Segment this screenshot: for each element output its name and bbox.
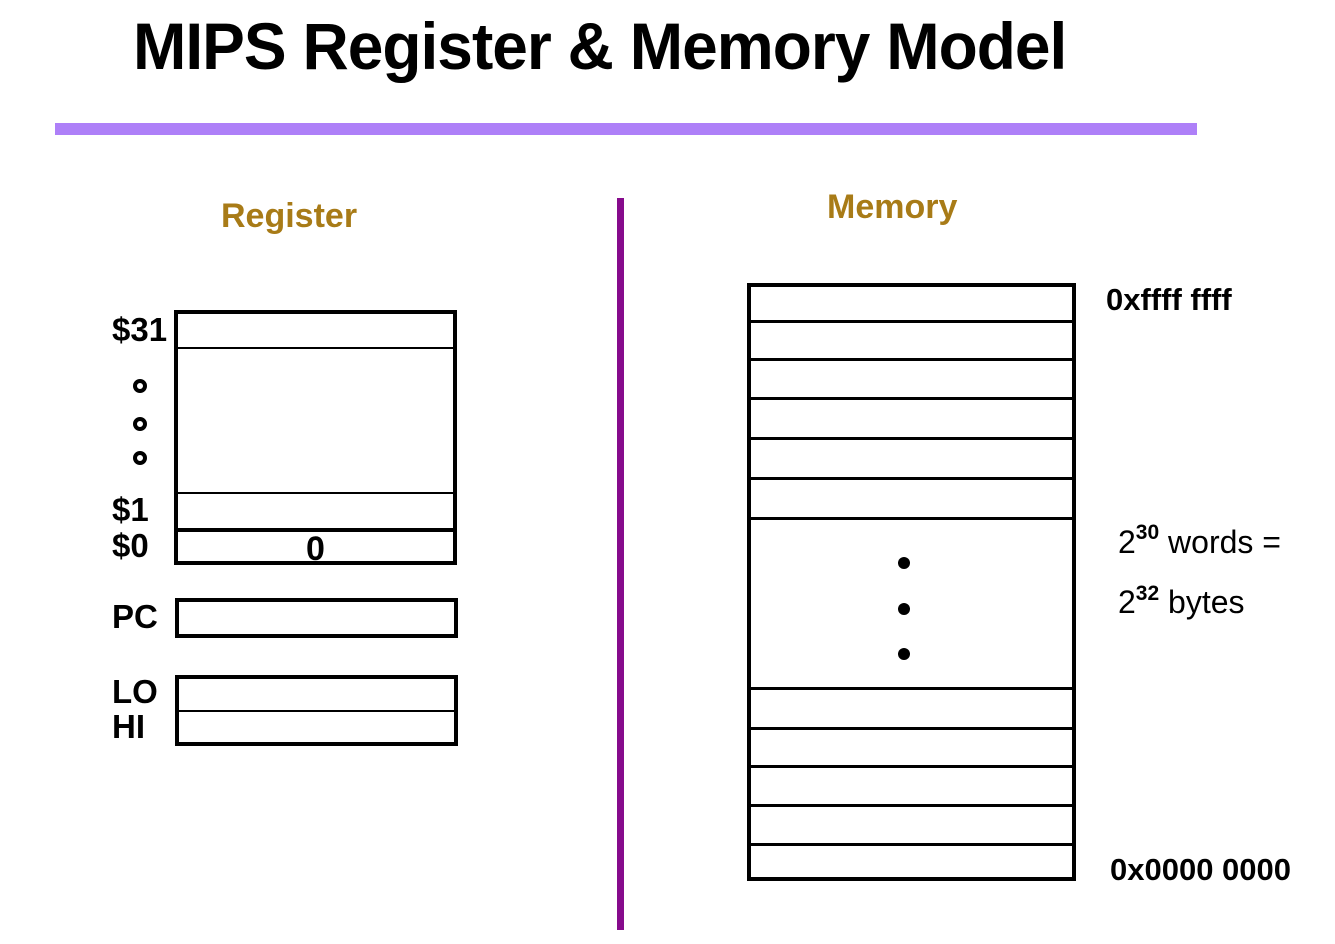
capacity-line-2: 232 bytes [1118, 581, 1245, 621]
register-label-pc: PC [112, 598, 158, 635]
memory-row-divider [751, 843, 1072, 846]
memory-row-divider [751, 320, 1072, 323]
memory-ellipsis-dot [898, 557, 910, 569]
pc-register-box [175, 598, 458, 638]
memory-row-divider [751, 358, 1072, 361]
memory-address-bottom: 0x0000 0000 [1110, 852, 1292, 887]
memory-section-heading: Memory [827, 188, 958, 226]
memory-row-divider [751, 397, 1072, 400]
register-row-divider [178, 528, 453, 532]
title-underline-bar [55, 123, 1197, 135]
memory-row-divider [751, 727, 1072, 730]
register-section-heading: Register [221, 197, 358, 235]
memory-capacity-label: 230 words = 232 bytes [1118, 508, 1281, 629]
memory-row-divider [751, 804, 1072, 807]
memory-row-divider [751, 437, 1072, 440]
register-row-divider [178, 492, 453, 494]
memory-row-divider [751, 687, 1072, 690]
memory-ellipsis-dot [898, 648, 910, 660]
register-label-lo: LO [112, 673, 158, 710]
register-ellipsis-dot [133, 417, 147, 431]
lo-hi-divider [179, 710, 454, 712]
register-label-hi: HI [112, 708, 145, 745]
page-title: MIPS Register & Memory Model [133, 9, 1067, 83]
memory-row-divider [751, 765, 1072, 768]
register-label-r0: $0 [112, 527, 149, 564]
section-divider-line [617, 198, 624, 930]
capacity-exponent-30: 30 [1135, 521, 1160, 544]
register-file-box: 0 [174, 310, 457, 568]
memory-ellipsis-dot [898, 603, 910, 615]
register-ellipsis-dot [133, 451, 147, 465]
register-label-r1: $1 [112, 491, 149, 528]
memory-row-divider [751, 477, 1072, 480]
memory-address-top: 0xffff ffff [1106, 282, 1232, 317]
register-zero-value: 0 [306, 530, 325, 568]
memory-box [747, 283, 1076, 881]
capacity-exponent-32: 32 [1135, 581, 1160, 605]
register-row-divider [178, 347, 453, 349]
lo-hi-register-box [175, 675, 458, 746]
register-ellipsis-dot [133, 379, 147, 393]
memory-row-divider [751, 517, 1072, 520]
register-label-r31: $31 [112, 311, 168, 348]
capacity-line-1: 230 words = [1118, 521, 1281, 560]
